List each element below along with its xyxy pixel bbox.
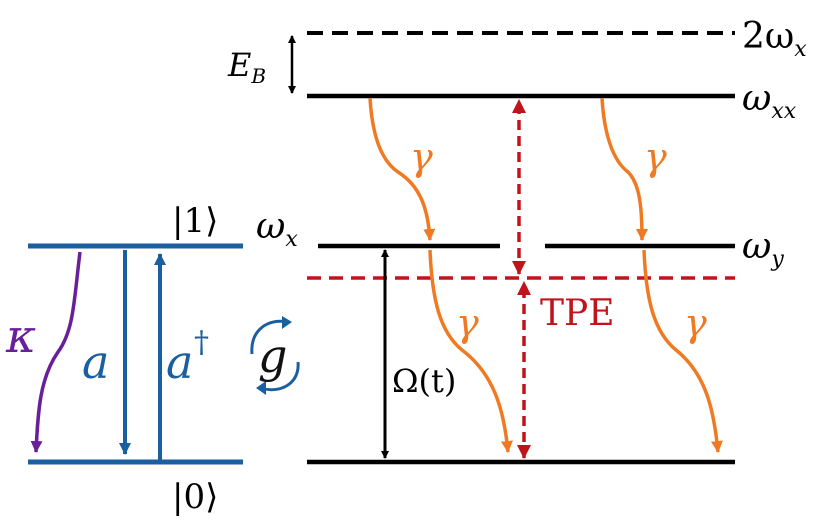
gamma-decay-x-to-ground: [428, 249, 513, 453]
coupling-label: g: [258, 329, 287, 383]
creation-dagger: †: [194, 325, 209, 360]
gamma-decay-xx-to-x: [368, 97, 436, 241]
binding-energy-label: EB: [227, 46, 266, 88]
creation-label: a: [166, 335, 193, 389]
kappa-decay-arrow: [30, 251, 82, 453]
gamma-decay-xx-to-y: [600, 97, 648, 241]
tpe-label: TPE: [540, 293, 615, 334]
kappa-label: κ: [5, 309, 36, 363]
cavity-state-0-label: |0⟩: [172, 477, 218, 517]
rabi-label: Ω(t): [392, 362, 456, 400]
coupling-cycle-icon: [250, 316, 300, 395]
level-2wx-label: 2ωx: [742, 16, 807, 62]
annihilation-label: a: [82, 335, 109, 389]
gamma-label-1: γ: [410, 135, 433, 179]
gamma-label-4: γ: [684, 301, 707, 345]
level-wxx-label: ωxx: [742, 78, 797, 124]
gamma-label-2: γ: [644, 135, 667, 179]
cavity-state-1-label: |1⟩: [172, 201, 218, 241]
gamma-label-3: γ: [456, 301, 479, 345]
level-wx-label: ωx: [256, 206, 298, 252]
gamma-decay-y-to-ground: [642, 249, 723, 453]
level-wy-label: ωy: [742, 226, 784, 272]
